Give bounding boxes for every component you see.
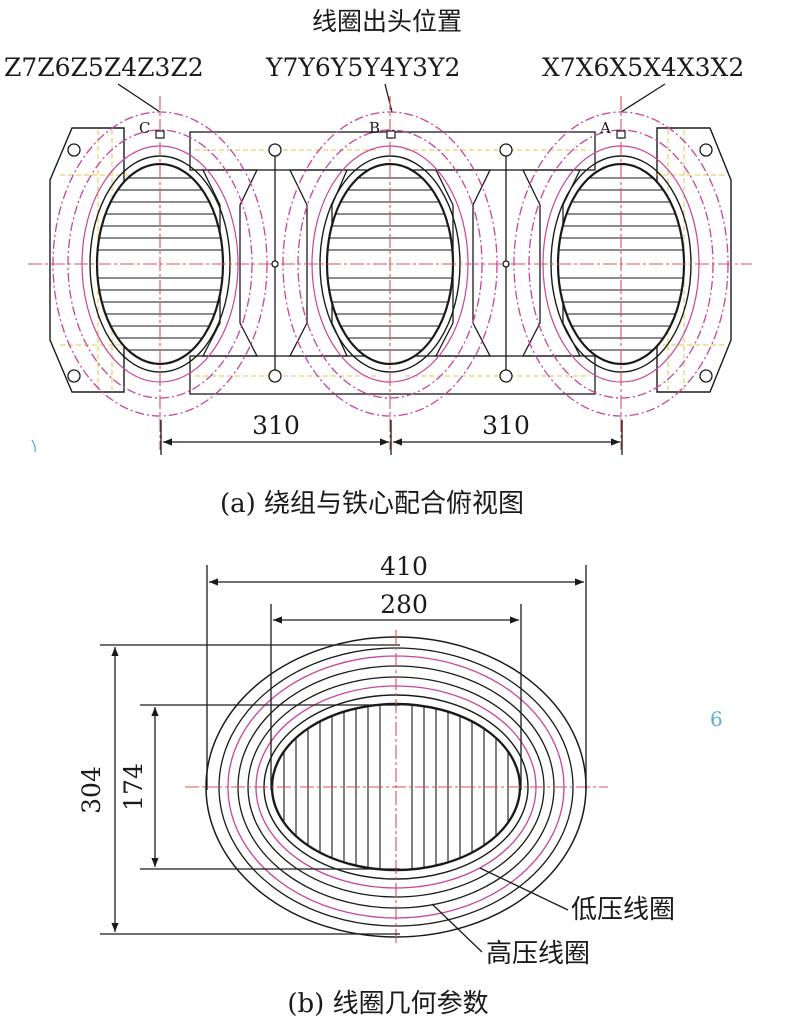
label-hv-coil: 高压线圈 (486, 939, 590, 969)
centerlines-a (28, 96, 752, 450)
label-lv-coil: 低压线圈 (571, 895, 675, 925)
leader-line-x (620, 83, 666, 113)
bolt-holes (67, 143, 713, 383)
terminal-a (616, 130, 626, 139)
dimension-label-280: 280 (380, 590, 428, 619)
dimension-410 (206, 565, 587, 790)
clamp-right (656, 127, 732, 393)
dimension-label-310-right: 310 (482, 411, 530, 440)
page-number-mark: 6 (710, 707, 723, 731)
stray-mark (31, 439, 36, 453)
spacer-block-mid-right (434, 169, 492, 357)
leader-hv-coil (431, 903, 483, 953)
dimension-174 (140, 704, 400, 870)
diagram-a: 线圈出头位置 Z7Z6Z5Z4Z3Z2 Y7Y6Y5Y4Y3Y2 X7X6X5X… (4, 7, 752, 519)
terminal-c (155, 130, 165, 139)
terminal-label-x: X7X6X5X4X3X2 (542, 53, 744, 82)
header-terminal-position: 线圈出头位置 (312, 7, 462, 36)
clamp-left (49, 127, 125, 393)
dimension-label-410: 410 (380, 552, 428, 581)
terminal-label-y: Y7Y6Y5Y4Y3Y2 (265, 53, 460, 82)
leader-line-z (117, 83, 161, 113)
spacer-block-right (521, 169, 582, 357)
leader-lv-coil (479, 867, 569, 911)
terminal-label-z: Z7Z6Z5Z4Z3Z2 (4, 53, 204, 82)
terminal-b (386, 130, 396, 139)
caption-b: (b) 线圈几何参数 (287, 989, 488, 1019)
phase-label-b: B (369, 119, 380, 137)
dimension-lines-a (160, 420, 623, 455)
centerlines-b (185, 630, 608, 945)
leader-line-y (384, 83, 393, 113)
dimension-label-174: 174 (119, 763, 148, 811)
diagram-b: 410 280 304 174 低压线圈 高压线圈 6 (b) 线圈几何参数 (77, 552, 723, 1019)
dimension-280 (270, 604, 522, 790)
phase-label-c: C (139, 119, 150, 137)
dimension-304 (100, 644, 400, 935)
dimension-label-310-left: 310 (252, 411, 300, 440)
caption-a: (a) 绕组与铁心配合俯视图 (220, 489, 524, 519)
dimension-label-304: 304 (77, 766, 106, 814)
phase-label-a: A (599, 119, 611, 137)
spacer-block-mid-left (288, 169, 349, 357)
